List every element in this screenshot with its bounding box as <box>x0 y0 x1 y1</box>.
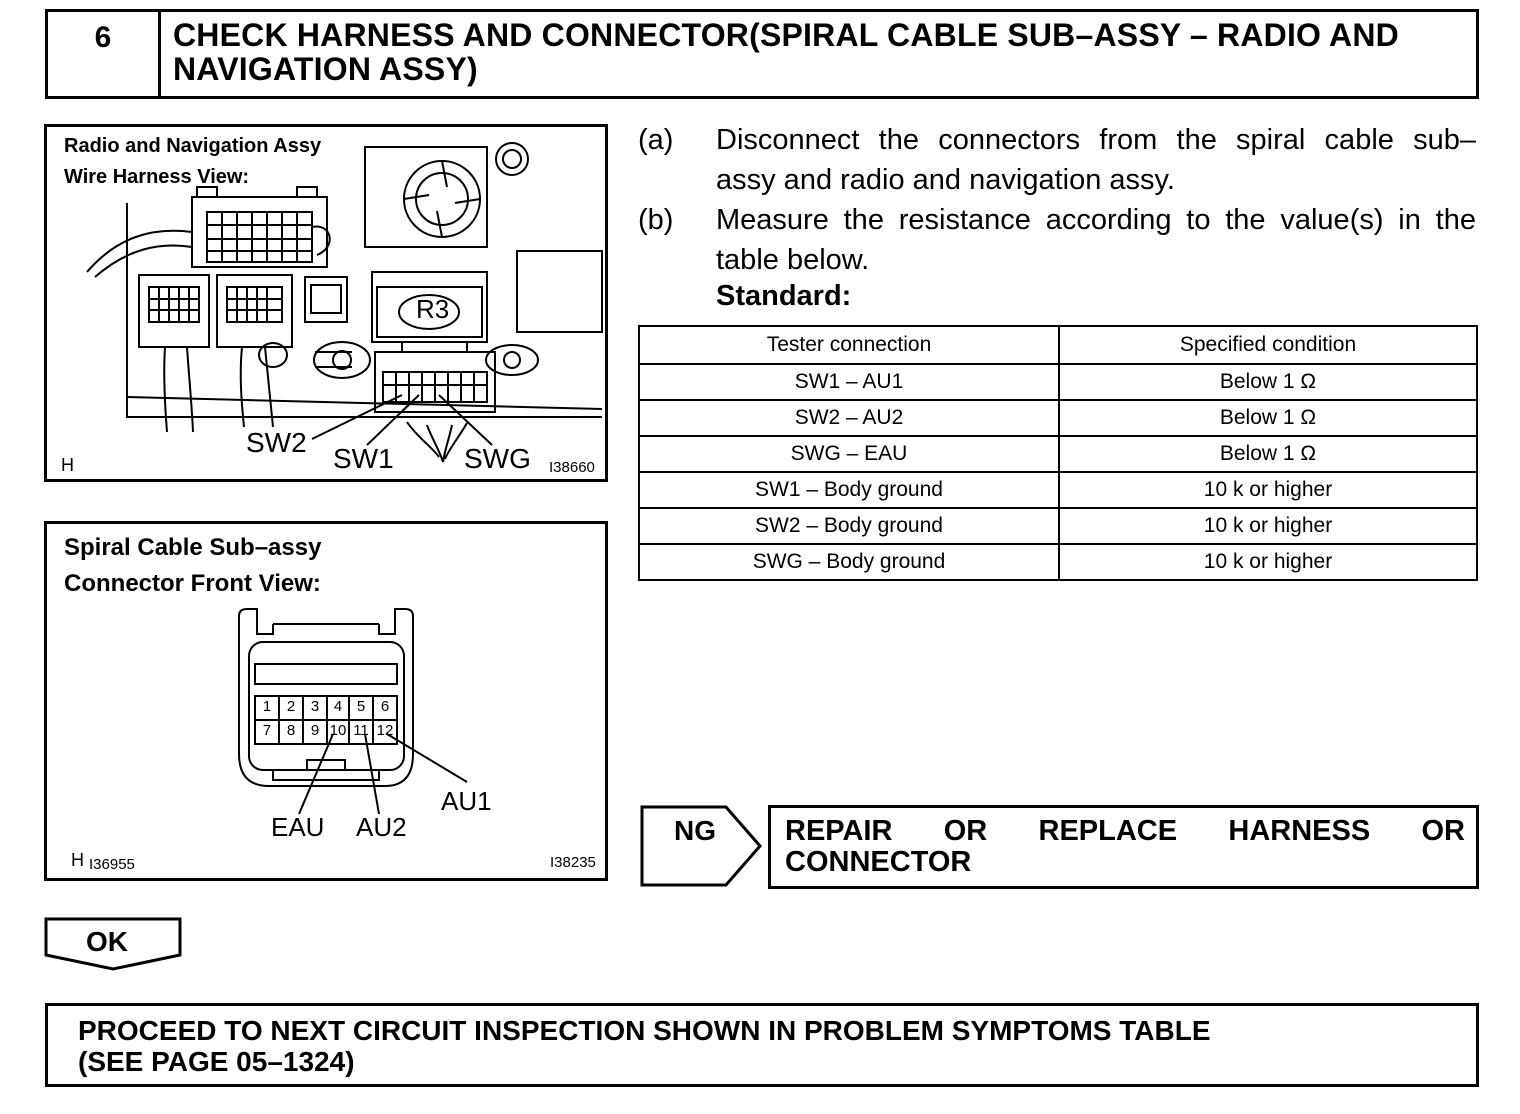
cell-connection: SW2 – Body ground <box>638 507 1060 545</box>
cell-condition: 10 k or higher <box>1058 543 1478 581</box>
pin-8: 8 <box>286 722 296 739</box>
table-row: SW2 – AU2 Below 1 Ω <box>638 399 1478 437</box>
label-au2: AU2 <box>356 812 407 842</box>
ng-label: NG <box>674 815 716 846</box>
table-row: SWG – Body ground 10 k or higher <box>638 543 1478 581</box>
instruction-b-text: Measure the resistance according to the … <box>716 200 1476 280</box>
ng-action-box: REPAIR OR REPLACE HARNESS OR CONNECTOR <box>768 805 1479 889</box>
table-row: SW1 – Body ground 10 k or higher <box>638 471 1478 509</box>
pin-9: 9 <box>310 722 320 739</box>
figure1-caption-line1: Radio and Navigation Assy <box>64 135 322 157</box>
instruction-a-line2: assy and radio and navigation assy. <box>716 164 1175 196</box>
table-row: SW1 – AU1 Below 1 Ω <box>638 363 1478 401</box>
ok-action-line1: PROCEED TO NEXT CIRCUIT INSPECTION SHOWN… <box>78 1015 1211 1046</box>
standard-label: Standard: <box>716 280 852 312</box>
cell-connection: SWG – EAU <box>638 435 1060 473</box>
instruction-b-line1: Measure the resistance according to the … <box>716 204 1476 236</box>
cell-condition: Below 1 Ω <box>1058 399 1478 437</box>
figure1-id: I38660 <box>549 459 595 476</box>
figure2-caption: Spiral Cable Sub–assy Connector Front Vi… <box>64 530 321 602</box>
cell-condition: 10 k or higher <box>1058 507 1478 545</box>
table-row: SWG – EAU Below 1 Ω <box>638 435 1478 473</box>
figure2-caption-line2: Connector Front View: <box>64 570 321 597</box>
label-sw1: SW1 <box>333 443 394 474</box>
table-header-row: Tester connection Specified condition <box>638 325 1478 365</box>
cell-connection: SWG – Body ground <box>638 543 1060 581</box>
harness-drawing <box>86 142 603 463</box>
pin-10: 10 <box>329 722 347 739</box>
pin-1: 1 <box>262 698 272 715</box>
instruction-b-letter: (b) <box>638 204 674 236</box>
resistance-spec-table: Tester connection Specified condition SW… <box>638 325 1478 581</box>
ok-action-text: PROCEED TO NEXT CIRCUIT INSPECTION SHOWN… <box>78 1015 1211 1077</box>
figure2-left-id: I36955 <box>89 856 135 873</box>
cell-condition: 10 k or higher <box>1058 471 1478 509</box>
pin-2: 2 <box>286 698 296 715</box>
cell-connection: SW1 – Body ground <box>638 471 1060 509</box>
step-number: 6 <box>48 12 161 96</box>
pin-7: 7 <box>262 722 272 739</box>
figure1-caption: Radio and Navigation Assy Wire Harness V… <box>64 131 321 193</box>
cell-condition: Below 1 Ω <box>1058 363 1478 401</box>
step-title-line2: NAVIGATION ASSY) <box>173 51 478 87</box>
cell-connection: SW2 – AU2 <box>638 399 1060 437</box>
header-specified-condition: Specified condition <box>1058 325 1478 365</box>
ng-action-line1: REPAIR OR REPLACE HARNESS OR <box>785 815 1465 847</box>
spiral-cable-connector-illustration: Spiral Cable Sub–assy Connector Front Vi… <box>44 521 608 881</box>
pin-11: 11 <box>353 722 369 739</box>
cell-condition: Below 1 Ω <box>1058 435 1478 473</box>
ng-action-text: REPAIR OR REPLACE HARNESS OR CONNECTOR <box>785 816 1465 878</box>
instruction-a-line1: Disconnect the connectors from the spira… <box>716 124 1476 156</box>
figure1-caption-line2: Wire Harness View: <box>64 166 250 188</box>
pin-3: 3 <box>310 698 320 715</box>
label-sw2: SW2 <box>246 427 307 458</box>
connector-label-r3: R3 <box>416 294 450 324</box>
label-eau: EAU <box>271 812 325 842</box>
ok-label: OK <box>86 926 128 957</box>
instruction-a-text: Disconnect the connectors from the spira… <box>716 120 1476 200</box>
pin-12: 12 <box>376 722 394 739</box>
pin-6: 6 <box>380 698 390 715</box>
ok-action-line2: (SEE PAGE 05–1324) <box>78 1046 355 1077</box>
instruction-a-letter: (a) <box>638 124 674 156</box>
table-row: SW2 – Body ground 10 k or higher <box>638 507 1478 545</box>
ok-arrow-icon <box>44 917 182 971</box>
pin-5: 5 <box>356 698 366 715</box>
step-header: 6 CHECK HARNESS AND CONNECTOR(SPIRAL CAB… <box>45 9 1479 99</box>
harness-illustration: Radio and Navigation Assy Wire Harness V… <box>44 124 608 482</box>
connector-drawing <box>238 608 468 815</box>
figure2-id: I38235 <box>550 854 596 871</box>
instruction-b-line2: table below. <box>716 244 870 276</box>
label-au1: AU1 <box>441 786 492 816</box>
pin-4: 4 <box>333 698 343 715</box>
ng-arrow-icon <box>640 805 762 887</box>
label-swg: SWG <box>464 443 531 474</box>
figure2-corner-letter: H <box>71 850 84 870</box>
figure2-caption-line1: Spiral Cable Sub–assy <box>64 534 322 561</box>
step-title-line1: CHECK HARNESS AND CONNECTOR(SPIRAL CABLE… <box>173 17 1399 53</box>
ng-action-line2: CONNECTOR <box>785 846 972 878</box>
ok-action-box: PROCEED TO NEXT CIRCUIT INSPECTION SHOWN… <box>45 1003 1479 1087</box>
cell-connection: SW1 – AU1 <box>638 363 1060 401</box>
step-title: CHECK HARNESS AND CONNECTOR(SPIRAL CABLE… <box>173 18 1463 86</box>
header-tester-connection: Tester connection <box>638 325 1060 365</box>
figure1-corner-letter: H <box>61 455 74 475</box>
